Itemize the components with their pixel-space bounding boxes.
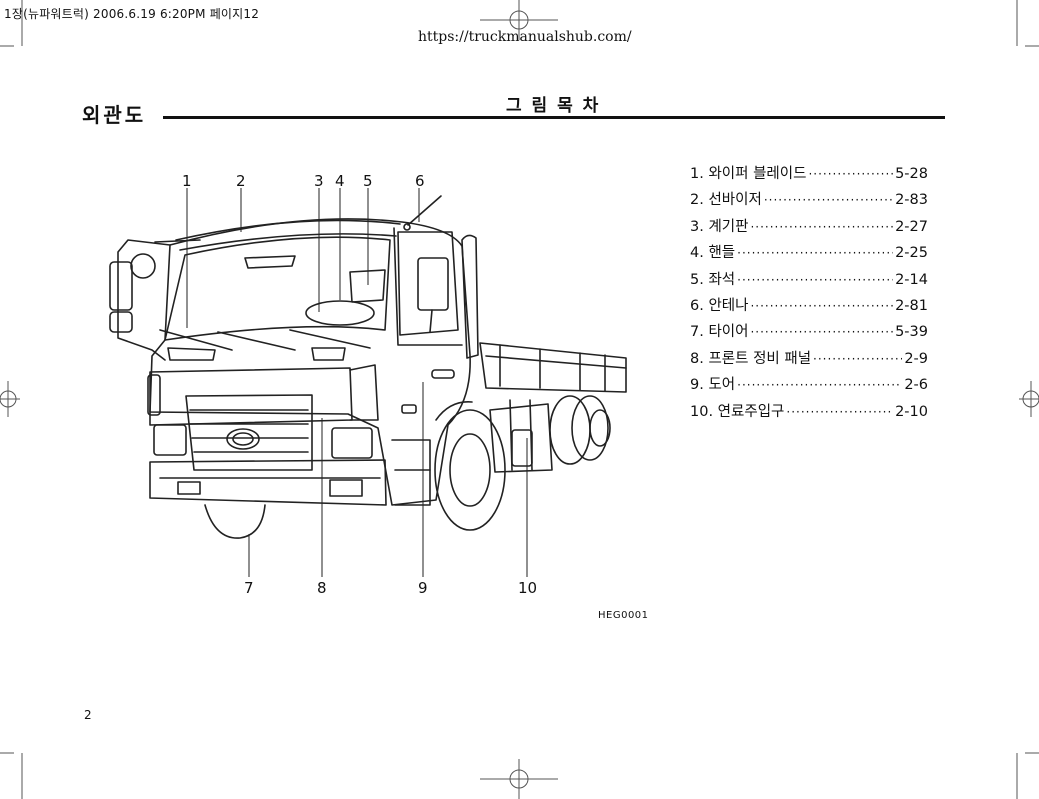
leader-dots — [764, 193, 893, 207]
figure-code: HEG0001 — [598, 610, 649, 621]
toc-item-label: 5. 좌석 — [690, 271, 736, 288]
leader-dots — [750, 299, 893, 313]
callout-6: 6 — [415, 172, 425, 190]
toc-item-page: 2-83 — [895, 192, 928, 209]
toc-item-page: 2-6 — [904, 377, 928, 394]
toc-item-label: 3. 계기판 — [690, 218, 749, 235]
toc-item-label: 7. 타이어 — [690, 324, 749, 341]
callout-10: 10 — [518, 579, 537, 597]
toc-title: 그 림 목 차 — [506, 96, 601, 116]
toc-item: 4. 핸들 2-25 — [690, 241, 928, 267]
toc-item: 2. 선바이저 2-83 — [690, 188, 928, 214]
callout-1: 1 — [182, 172, 192, 190]
toc-item-label: 10. 연료주입구 — [690, 403, 785, 420]
section-title: 외관도 — [82, 103, 147, 127]
callout-9: 9 — [418, 579, 428, 597]
callout-7: 7 — [244, 579, 254, 597]
toc-item-page: 2-10 — [895, 403, 928, 420]
leader-dots — [750, 325, 893, 339]
toc-item: 3. 계기판 2-27 — [690, 215, 928, 241]
leader-dots — [737, 273, 893, 287]
toc-item: 9. 도어 2-6 — [690, 373, 928, 399]
toc-item-label: 1. 와이퍼 블레이드 — [690, 166, 807, 182]
page-number: 2 — [84, 708, 92, 722]
source-url: https://truckmanualshub.com/ — [418, 29, 632, 45]
leader-dots — [786, 405, 893, 419]
figure-index-list: 1. 와이퍼 블레이드 5-28 2. 선바이저 2-83 3. 계기판 2-27 4… — [690, 162, 928, 426]
toc-item-page: 2-27 — [895, 218, 928, 235]
toc-item-page: 5-28 — [895, 166, 928, 182]
leader-dots — [813, 352, 902, 366]
toc-item-label: 8. 프론트 정비 패널 — [690, 350, 812, 367]
toc-item: 1. 와이퍼 블레이드 5-28 — [690, 162, 928, 188]
toc-item-label: 2. 선바이저 — [690, 192, 762, 209]
callout-4: 4 — [335, 172, 345, 190]
toc-item-label: 9. 도어 — [690, 377, 736, 394]
toc-item: 6. 안테나 2-81 — [690, 294, 928, 320]
toc-item: 5. 좌석 2-14 — [690, 268, 928, 294]
callout-2: 2 — [236, 172, 246, 190]
leader-dots — [737, 246, 893, 260]
toc-item-page: 2-14 — [895, 271, 928, 288]
toc-item-page: 2-9 — [904, 350, 928, 367]
toc-item-page: 2-81 — [895, 297, 928, 314]
toc-item-label: 6. 안테나 — [690, 297, 749, 314]
toc-item-page: 2-25 — [895, 245, 928, 262]
callout-5: 5 — [363, 172, 373, 190]
print-slug: 1장(뉴파워트럭) 2006.6.19 6:20PM 페이지12 — [4, 7, 260, 21]
leader-dots — [808, 167, 893, 181]
leader-dots — [737, 378, 902, 392]
leader-dots — [750, 220, 893, 234]
toc-item-label: 4. 핸들 — [690, 245, 736, 262]
header-rule — [163, 116, 945, 119]
callout-3: 3 — [314, 172, 324, 190]
toc-item-page: 5-39 — [895, 324, 928, 341]
callout-8: 8 — [317, 579, 327, 597]
toc-item: 8. 프론트 정비 패널 2-9 — [690, 347, 928, 373]
toc-item: 10. 연료주입구 2-10 — [690, 400, 928, 426]
toc-item: 7. 타이어 5-39 — [690, 320, 928, 346]
